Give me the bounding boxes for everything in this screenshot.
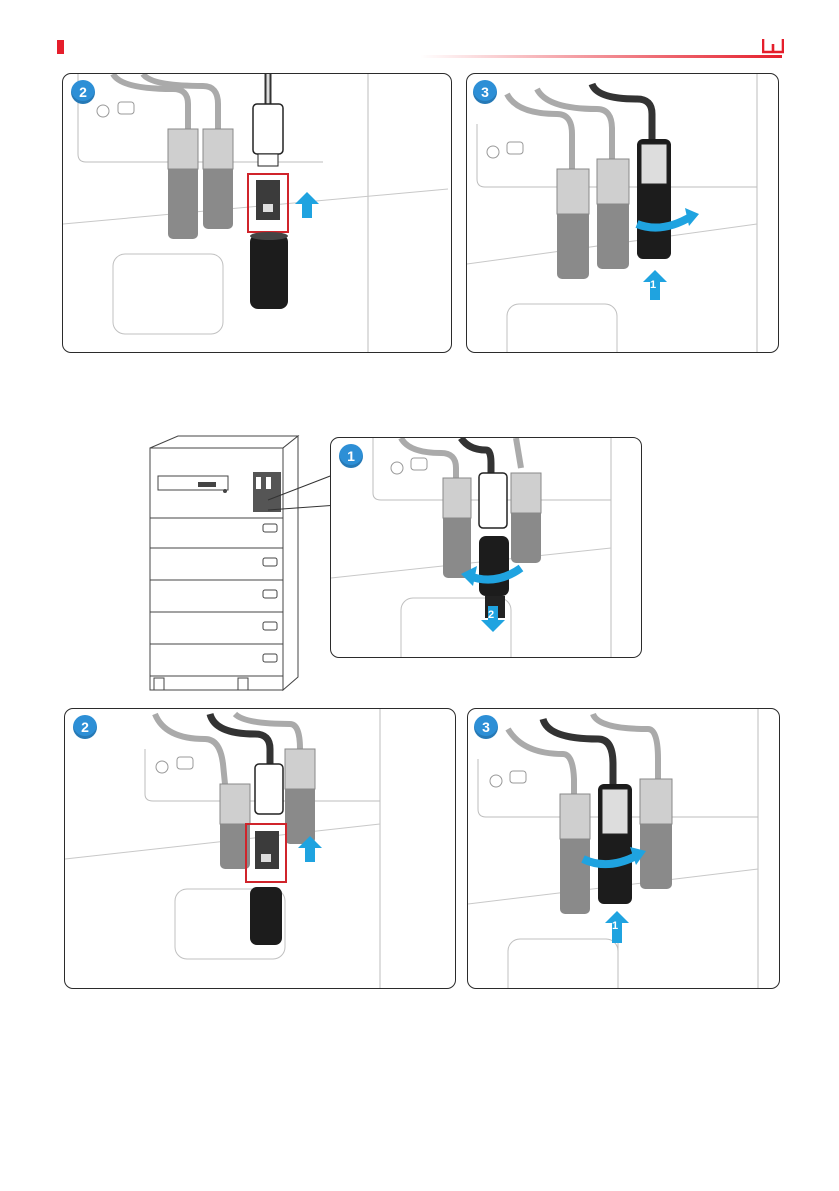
pull-step-label: 2 [488, 609, 494, 621]
step-badge: 2 [73, 715, 97, 739]
ground-icon [490, 775, 502, 787]
header-accent-bar [57, 40, 64, 54]
connector-scene [468, 709, 779, 988]
figure-top-step-2: 2 [62, 73, 452, 353]
header-rule [420, 55, 782, 58]
ground-icon [487, 146, 499, 158]
connector-scene [65, 709, 455, 988]
ground-icon [97, 105, 109, 117]
push-step-label: 1 [650, 279, 656, 291]
figure-bottom-step-2: 2 [64, 708, 456, 989]
connector-scene [63, 74, 451, 352]
ground-icon [391, 462, 403, 474]
step-badge: 3 [474, 715, 498, 739]
step-badge: 2 [71, 80, 95, 104]
step-badge: 3 [473, 80, 497, 104]
step-badge: 1 [339, 444, 363, 468]
figure-top-step-3: 1 3 [466, 73, 779, 353]
push-step-label: 1 [612, 920, 618, 932]
push-up-arrow-icon [298, 836, 322, 862]
battery-cabinet-illustration [138, 432, 338, 694]
push-up-arrow-icon [295, 192, 319, 218]
figure-mid-step-1: 2 1 [330, 437, 642, 658]
brand-logo-icon [762, 38, 784, 54]
figure-bottom-step-3: 1 3 [467, 708, 780, 989]
ground-icon [156, 761, 168, 773]
connector-scene [467, 74, 778, 352]
